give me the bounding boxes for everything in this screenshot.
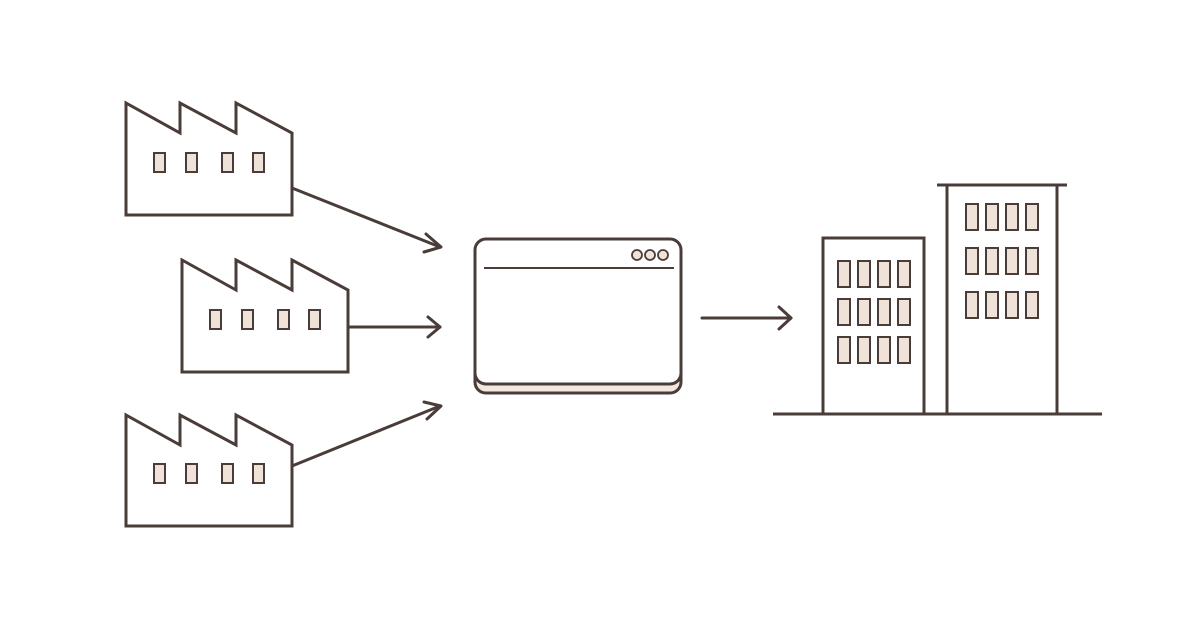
window-control-dot: [631, 249, 643, 261]
factory-window: [308, 309, 321, 330]
building-windows: [965, 203, 1039, 319]
window-body: [473, 237, 683, 386]
window-control-dot: [644, 249, 656, 261]
factory-window: [221, 152, 234, 173]
building-window: [877, 260, 891, 288]
building-window: [857, 298, 871, 326]
building-window: [1005, 203, 1019, 231]
window-control-dot: [657, 249, 669, 261]
building-window: [897, 260, 911, 288]
building-window: [1025, 203, 1039, 231]
building-window: [965, 291, 979, 319]
building-window: [1005, 291, 1019, 319]
factory-outline: [124, 100, 294, 217]
building-tall: [945, 183, 1059, 416]
building-window: [877, 336, 891, 364]
building-window: [1025, 247, 1039, 275]
factory-window: [153, 463, 166, 484]
building-window: [985, 291, 999, 319]
factory-window: [185, 463, 198, 484]
building-window: [857, 336, 871, 364]
arrow-right-icon: [290, 186, 443, 254]
factory-window: [153, 152, 166, 173]
building-window: [837, 260, 851, 288]
factory-window: [277, 309, 290, 330]
building-window: [985, 203, 999, 231]
factory-icon: [124, 100, 294, 217]
browser-window-icon: [473, 237, 683, 395]
arrow-right-icon: [700, 305, 793, 331]
factory-window: [241, 309, 254, 330]
building-window: [985, 247, 999, 275]
building-window: [1005, 247, 1019, 275]
building-window: [857, 260, 871, 288]
factory-icon: [180, 257, 350, 374]
factory-outline: [124, 412, 294, 528]
building-window: [897, 298, 911, 326]
office-building-icon: [773, 183, 1102, 416]
factory-window: [221, 463, 234, 484]
factory-window: [252, 152, 265, 173]
building-window: [897, 336, 911, 364]
building-window: [1025, 291, 1039, 319]
building-window: [877, 298, 891, 326]
factory-window: [185, 152, 198, 173]
factory-icon: [124, 412, 294, 528]
building-window: [965, 247, 979, 275]
building-windows: [837, 260, 911, 364]
factory-window: [209, 309, 222, 330]
arrow-right-icon: [290, 400, 443, 468]
building-window: [965, 203, 979, 231]
arrow-right-icon: [346, 315, 442, 339]
building-window: [837, 336, 851, 364]
building-window: [837, 298, 851, 326]
factory-window: [252, 463, 265, 484]
factory-outline: [180, 257, 350, 374]
